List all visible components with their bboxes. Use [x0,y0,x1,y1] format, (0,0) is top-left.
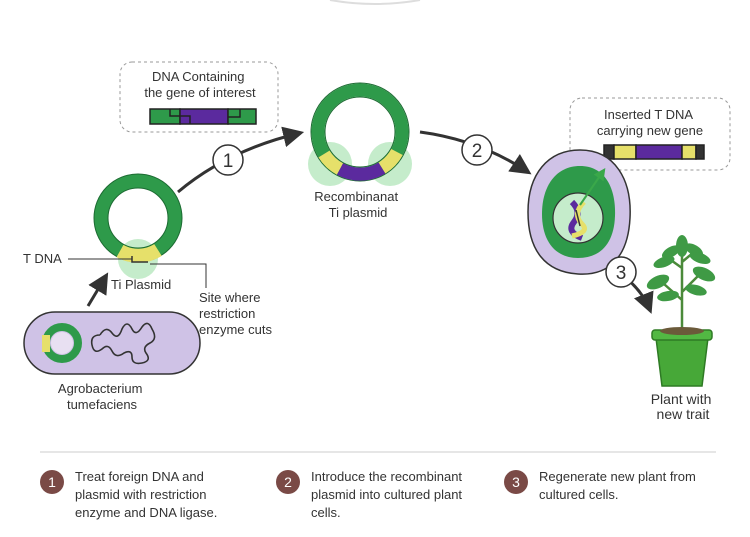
marker-1-text: 1 [223,151,234,172]
recombinant-ti-plasmid [308,82,412,186]
step-3-text: Regenerate new plant from cultured cells… [539,469,696,502]
inserted-label: Inserted T DNA carrying new gene [597,107,703,138]
plant-label: Plant with new trait [651,391,716,422]
top-arc-decoration [329,0,421,5]
inserted-callout-box [569,97,731,171]
t-dna-label: T DNA [23,251,62,266]
agrobacterium-label: Agrobacterium tumefaciens [58,381,146,412]
marker-3-text: 3 [616,263,627,284]
step-1: 1 Treat foreign DNA and plasmid with res… [40,468,260,522]
insertion-arrow [579,168,606,206]
step-2-text: Introduce the recombinant plasmid into c… [311,469,463,520]
marker-2 [461,134,493,166]
step-3-badge: 3 [504,470,528,494]
plant-cell [527,149,631,275]
plant-with-new-trait [646,235,716,387]
arrow-agro-to-plasmid [86,272,109,307]
dna-containing-label: DNA Containing the gene of interest [144,69,256,100]
step-1-badge: 1 [40,470,64,494]
recombinant-label: Recombinanat Ti plasmid [314,189,401,220]
step-2: 2 Introduce the recombinant plasmid into… [276,468,501,522]
dna-callout-box [119,61,279,133]
site-pointer-line [150,263,207,288]
marker-1 [212,144,244,176]
step-3: 3 Regenerate new plant from cultured cel… [504,468,734,504]
agrobacterium-cell [23,311,201,375]
site-label: Site where restriction enzyme cuts [199,290,272,337]
dna-gene-fragment [149,108,257,125]
marker-3 [605,256,637,288]
step-1-text: Treat foreign DNA and plasmid with restr… [75,469,218,520]
marker-2-text: 2 [472,141,483,162]
ti-plasmid-label: Ti Plasmid [111,277,171,292]
ti-plasmid [93,173,183,279]
inserted-t-dna-strand [603,144,705,160]
step-2-badge: 2 [276,470,300,494]
